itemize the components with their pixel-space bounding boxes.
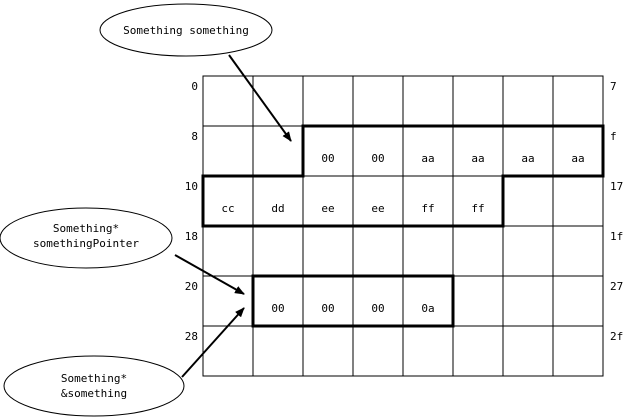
byte-value: 00 <box>371 152 384 165</box>
left-offset-label: 8 <box>191 130 198 143</box>
memory-cell <box>302 175 354 227</box>
memory-cell <box>452 225 504 277</box>
memory-cell <box>502 75 554 127</box>
memory-cell <box>202 325 254 377</box>
memory-cell <box>202 175 254 227</box>
memory-cell <box>552 275 604 327</box>
memory-cell <box>352 75 404 127</box>
memory-cell <box>552 75 604 127</box>
memory-cell <box>252 75 304 127</box>
memory-cell <box>352 275 404 327</box>
callout-bottom-text-line2: &something <box>61 387 127 400</box>
callout-middle: Something* somethingPointer <box>0 207 173 269</box>
right-offset-label: 1f <box>610 230 623 243</box>
right-offset-label: 27 <box>610 280 623 293</box>
memory-cell <box>552 125 604 177</box>
memory-cell <box>502 275 554 327</box>
memory-cell <box>552 225 604 277</box>
byte-value: 00 <box>321 302 334 315</box>
right-offset-label: f <box>610 130 617 143</box>
callout-bottom: Something* &something <box>3 355 185 417</box>
right-offset-label: 2f <box>610 330 623 343</box>
memory-cell <box>402 325 454 377</box>
memory-cell <box>402 125 454 177</box>
memory-cell <box>402 225 454 277</box>
byte-value: 00 <box>371 302 384 315</box>
left-offset-label: 10 <box>185 180 198 193</box>
arrow-middle <box>174 254 245 295</box>
left-offset-label: 28 <box>185 330 198 343</box>
byte-value: ff <box>421 202 434 215</box>
byte-value: cc <box>221 202 234 215</box>
memory-cell <box>402 275 454 327</box>
memory-cell <box>452 125 504 177</box>
byte-value: dd <box>271 202 284 215</box>
memory-cell <box>552 325 604 377</box>
memory-cell <box>352 325 404 377</box>
arrow-top <box>228 54 292 142</box>
callout-bottom-ellipse <box>3 355 185 417</box>
left-offset-label: 0 <box>191 80 198 93</box>
byte-values: 00 00 aa aa aa aa cc dd ee ee ff ff 00 00 00 0a <box>221 152 584 315</box>
byte-value: 00 <box>271 302 284 315</box>
left-offset-label: 18 <box>185 230 198 243</box>
memory-cell <box>202 225 254 277</box>
callout-top-text: Something something <box>123 24 249 37</box>
memory-cell <box>452 325 504 377</box>
pointer-object-outline <box>251 274 455 328</box>
arrow-bottom <box>181 307 245 378</box>
memory-cell <box>552 175 604 227</box>
right-offset-label: 7 <box>610 80 617 93</box>
memory-cell <box>252 275 304 327</box>
memory-cell <box>502 175 554 227</box>
byte-value: aa <box>421 152 434 165</box>
memory-cell <box>302 75 354 127</box>
left-offset-label: 20 <box>185 280 198 293</box>
byte-value: aa <box>571 152 584 165</box>
memory-cell <box>202 75 254 127</box>
memory-cell <box>502 225 554 277</box>
callout-bottom-text-line1: Something* <box>61 372 127 385</box>
memory-cell <box>302 225 354 277</box>
left-offset-labels: 0 8 10 18 20 28 <box>185 80 198 343</box>
callout-middle-text-line1: Something* <box>53 222 119 235</box>
byte-value: aa <box>521 152 534 165</box>
byte-value: ee <box>371 202 384 215</box>
byte-value: ff <box>471 202 484 215</box>
byte-value: 0a <box>421 302 434 315</box>
right-offset-label: 17 <box>610 180 623 193</box>
memory-cell <box>452 75 504 127</box>
memory-cell <box>402 75 454 127</box>
memory-cell <box>352 225 404 277</box>
something-object-outline <box>201 124 605 228</box>
memory-cell <box>302 125 354 177</box>
byte-value: 00 <box>321 152 334 165</box>
memory-cell <box>502 125 554 177</box>
memory-cell <box>252 225 304 277</box>
memory-cell <box>452 175 504 227</box>
memory-cell <box>302 275 354 327</box>
memory-cell <box>352 175 404 227</box>
byte-value: aa <box>471 152 484 165</box>
memory-cell <box>352 125 404 177</box>
memory-cell <box>452 275 504 327</box>
memory-cell <box>202 275 254 327</box>
callout-middle-ellipse <box>0 207 173 269</box>
memory-cell <box>252 325 304 377</box>
memory-cell <box>502 325 554 377</box>
callout-middle-text-line2: somethingPointer <box>33 237 139 250</box>
memory-cell <box>252 175 304 227</box>
byte-value: ee <box>321 202 334 215</box>
callout-top: Something something <box>99 3 273 57</box>
memory-cell <box>302 325 354 377</box>
memory-cell <box>202 125 254 177</box>
right-offset-labels: 7 f 17 1f 27 2f <box>610 80 623 343</box>
memory-cell <box>252 125 304 177</box>
memory-cell <box>402 175 454 227</box>
callout-top-ellipse <box>99 3 273 57</box>
